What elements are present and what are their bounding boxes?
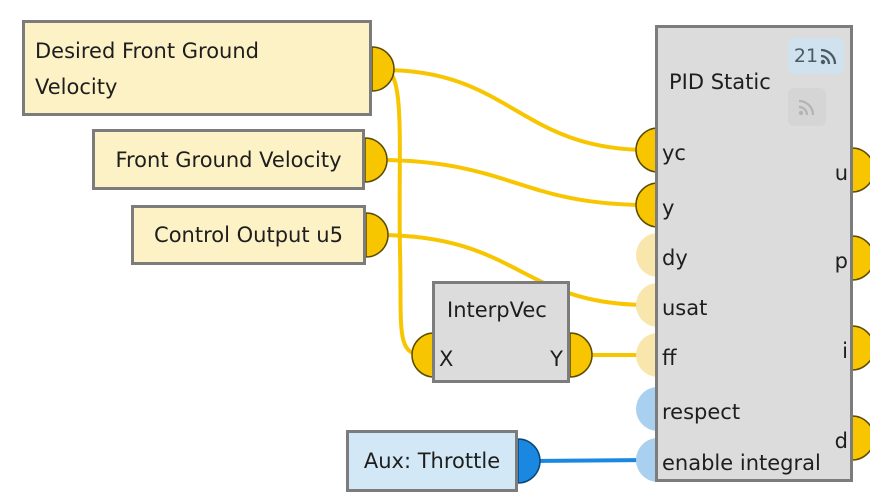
feed-toggle-button[interactable]: [788, 88, 826, 126]
port-label-p: p: [834, 249, 848, 273]
subscriber-count: 21: [793, 45, 819, 67]
port-label-dy: dy: [662, 246, 688, 270]
port-pid-respect-in[interactable]: [636, 387, 658, 431]
port-label-enable-integral: enable integral: [662, 451, 821, 475]
port-pid-dy-in[interactable]: [636, 233, 658, 277]
port-control-out[interactable]: [365, 212, 389, 258]
port-pid-i-out[interactable]: [851, 325, 870, 371]
feed-disabled-icon: [798, 99, 815, 116]
wire-throttle-to-enable-integral[interactable]: [529, 458, 649, 463]
aux-variable-throttle[interactable]: Aux: Throttle: [346, 430, 518, 492]
interpvec-block[interactable]: InterpVec X Y: [432, 281, 570, 383]
subscriber-count-badge[interactable]: 21: [788, 38, 844, 74]
wire-desired-to-yc[interactable]: [383, 68, 649, 152]
wire-control-to-usat[interactable]: [377, 233, 649, 307]
wires-layer: [376, 68, 649, 463]
port-pid-y-in[interactable]: [635, 182, 659, 228]
port-pid-yc-in[interactable]: [635, 127, 659, 173]
port-pid-d-out[interactable]: [851, 415, 870, 461]
port-label-x: X: [439, 347, 454, 371]
port-pid-p-out[interactable]: [851, 235, 870, 281]
variable-label: Front Ground Velocity: [115, 147, 342, 172]
port-front-out[interactable]: [364, 137, 388, 183]
variable-control-output-u5[interactable]: Control Output u5: [131, 205, 366, 265]
port-label-yc: yc: [662, 141, 686, 165]
port-label-usat: usat: [662, 296, 708, 320]
port-throttle-out[interactable]: [517, 438, 541, 484]
port-label-ff: ff: [662, 346, 677, 370]
port-pid-enable-integral-in[interactable]: [636, 438, 658, 482]
port-interp-y-out[interactable]: [569, 332, 593, 378]
port-interp-x-in[interactable]: [411, 332, 435, 378]
variable-front-ground-velocity[interactable]: Front Ground Velocity: [92, 129, 365, 190]
port-label-u: u: [834, 161, 848, 185]
port-label-d: d: [834, 429, 848, 453]
port-pid-usat-in[interactable]: [636, 283, 658, 327]
aux-label: Aux: Throttle: [363, 449, 501, 473]
block-title: InterpVec: [447, 298, 547, 322]
ports-layer: [364, 46, 870, 484]
port-label-respect: respect: [662, 400, 741, 424]
feed-icon: [820, 48, 837, 65]
port-label-i: i: [842, 339, 848, 363]
variable-label: Desired Front Ground Velocity: [35, 39, 259, 99]
pid-static-block[interactable]: PID Static 21 yc y dy usat ff respect en…: [655, 25, 853, 482]
block-title: PID Static: [669, 70, 771, 94]
port-pid-ff-in[interactable]: [636, 333, 658, 377]
port-pid-u-out[interactable]: [851, 147, 870, 193]
port-label-y: y: [662, 196, 675, 220]
port-desired-out[interactable]: [371, 46, 395, 92]
wire-front-to-y[interactable]: [376, 158, 649, 207]
variable-label: Control Output u5: [154, 223, 343, 247]
port-label-y: Y: [550, 347, 563, 371]
wire-desired-to-interp-x[interactable]: [383, 68, 425, 357]
variable-desired-front-ground-velocity[interactable]: Desired Front Ground Velocity: [22, 20, 372, 116]
